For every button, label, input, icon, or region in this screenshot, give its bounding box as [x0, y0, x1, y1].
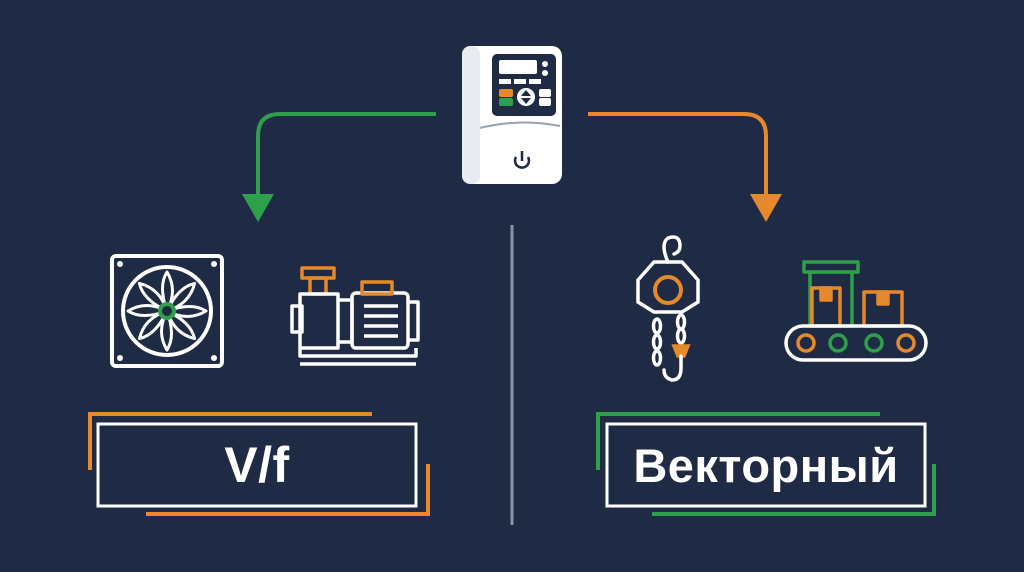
mode-label-vector: Векторный [633, 438, 899, 492]
mode-label-vf: V/f [224, 437, 290, 493]
arrow-right-orange [588, 112, 782, 222]
label-frame-vector [596, 412, 936, 516]
conveyor-icon [784, 260, 928, 362]
fan-icon [110, 254, 224, 368]
chain-hoist-icon [636, 235, 700, 382]
arrow-left-green [242, 112, 436, 222]
frequency-inverter-icon [462, 46, 562, 184]
pump-icon [290, 266, 420, 366]
label-frame-vf [88, 412, 430, 516]
